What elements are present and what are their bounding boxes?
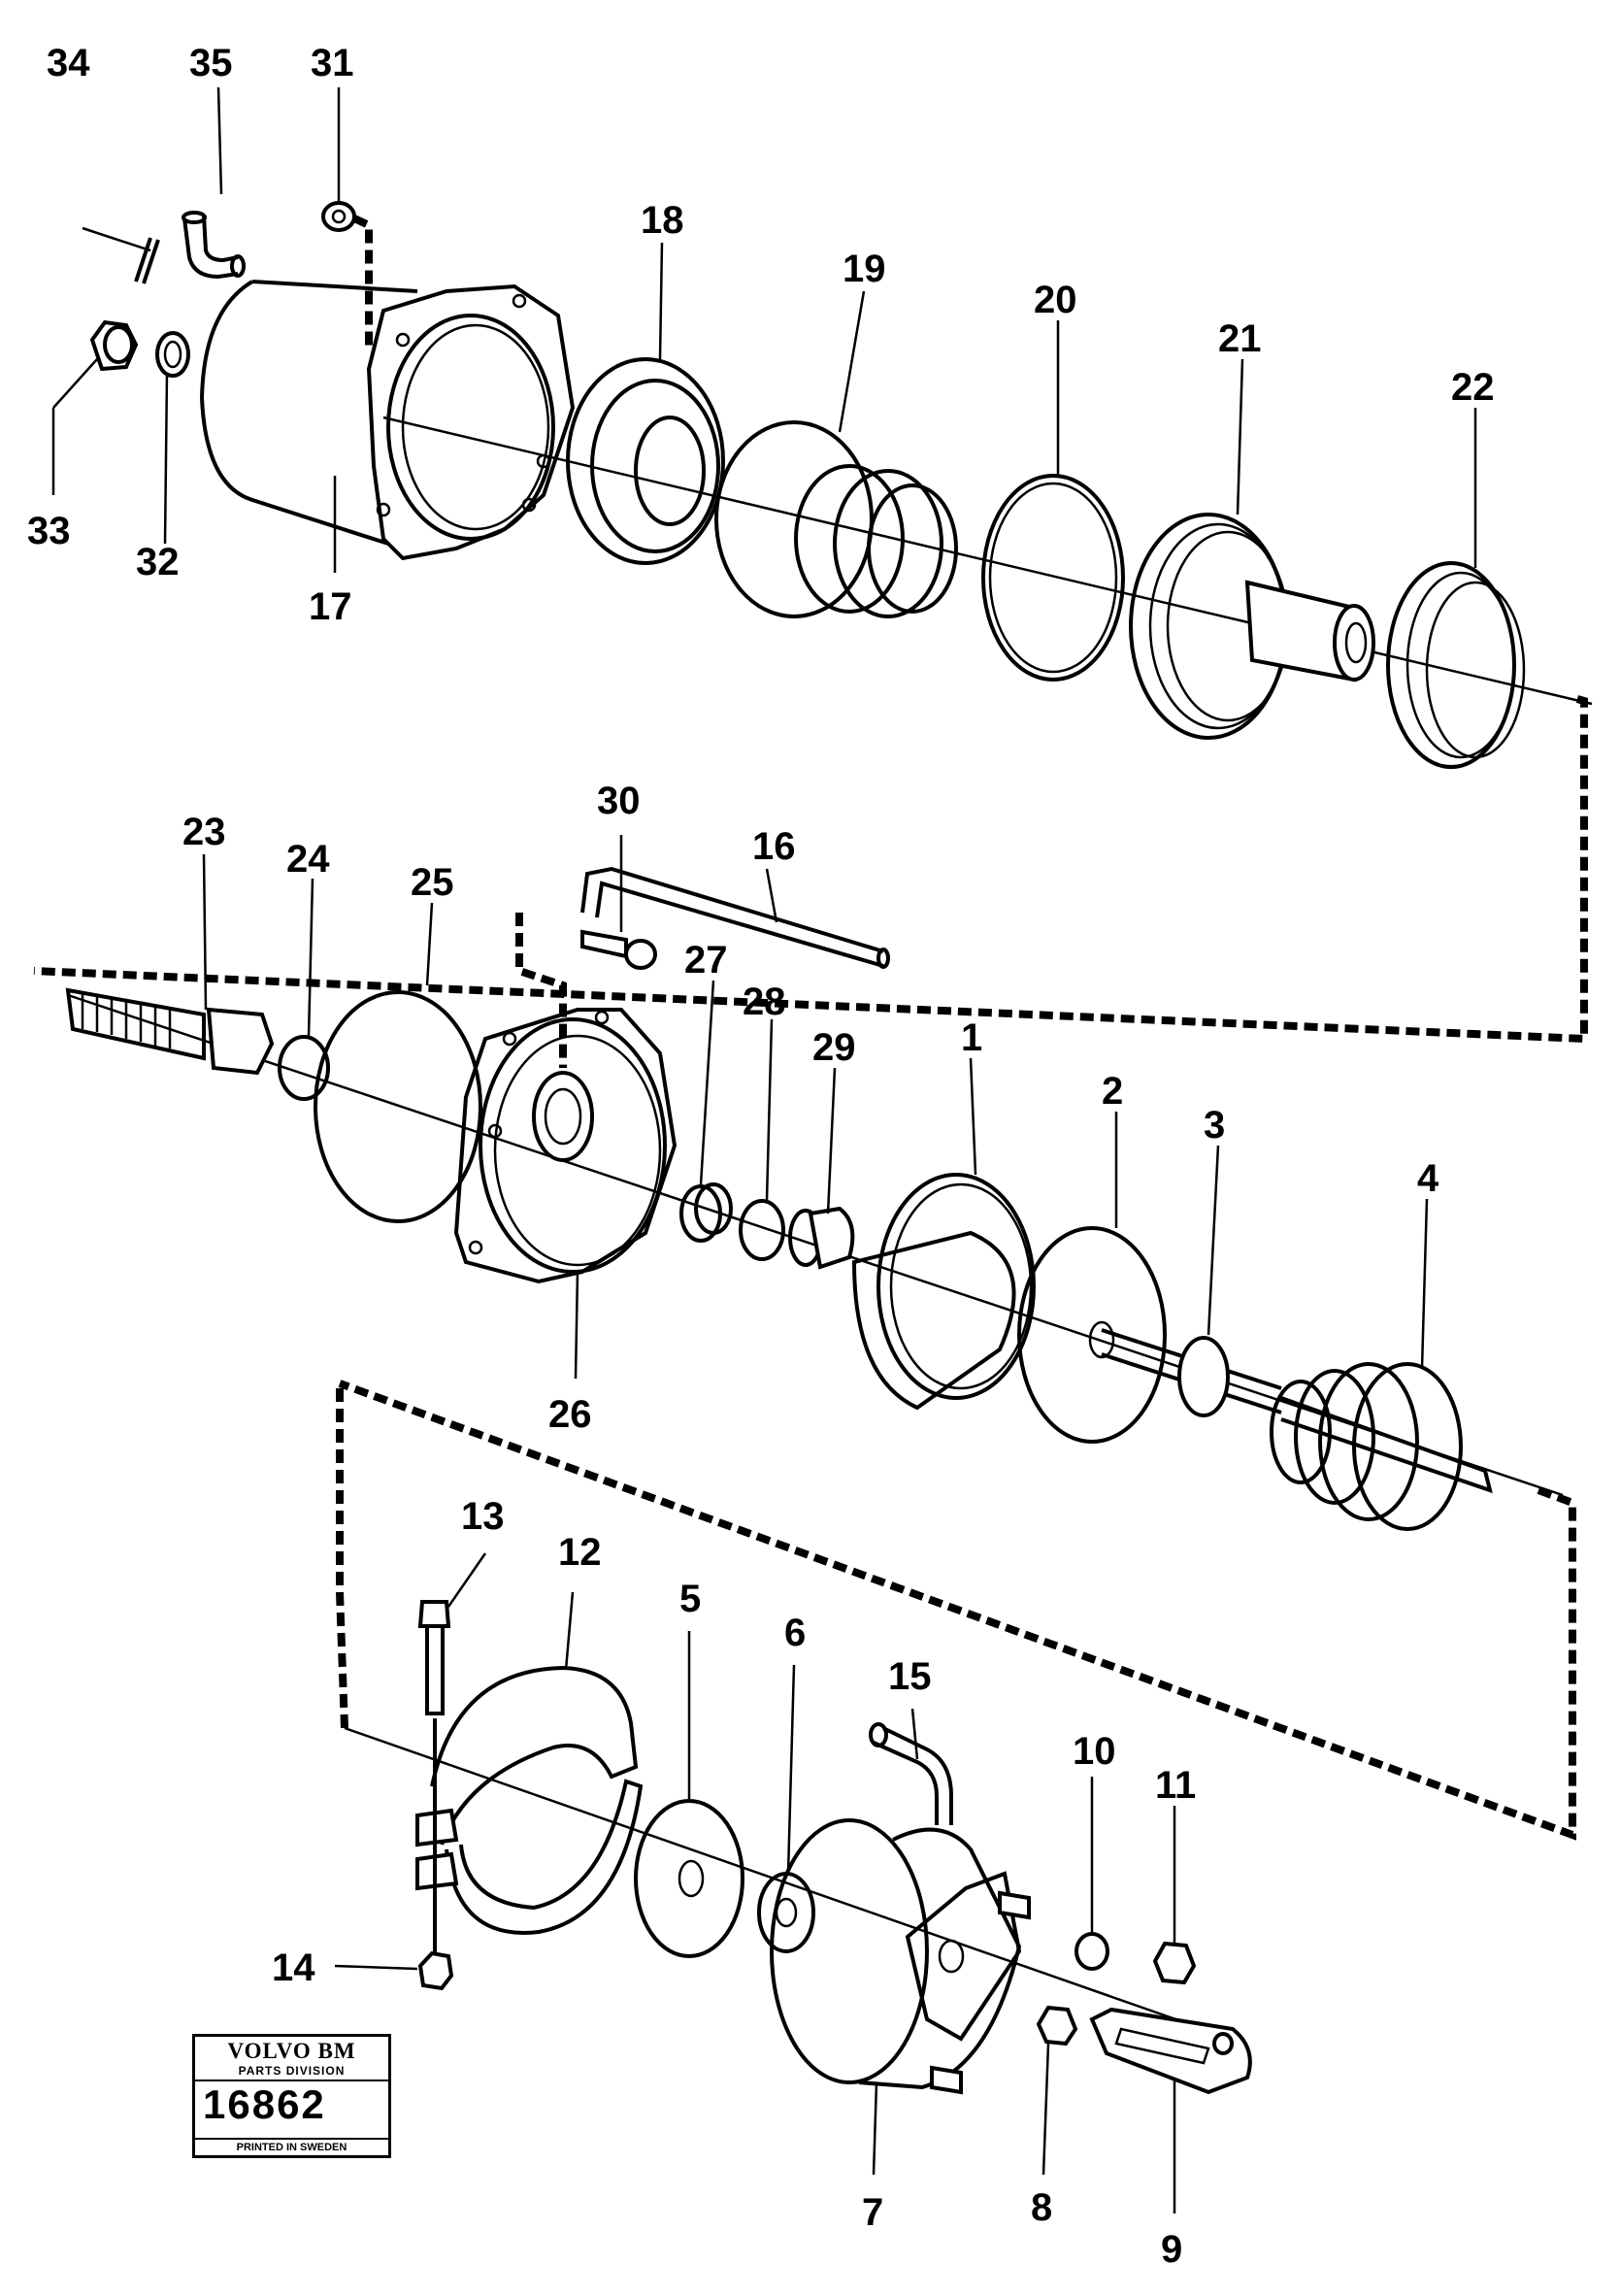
callout-23: 23 [182, 811, 226, 853]
part-15-elbow-fitting [869, 1722, 953, 1825]
part-23-threaded-bolt [65, 987, 275, 1076]
part-26-front-housing [453, 1008, 678, 1284]
row-3-assembly [344, 1600, 1252, 2095]
part-13-bolt [417, 1600, 451, 1715]
part-33-nut [89, 319, 139, 372]
callout-6: 6 [784, 1612, 806, 1654]
parts-division-stamp: VOLVO BM PARTS DIVISION 16862 PRINTED IN… [192, 2034, 391, 2158]
leader-lines [51, 86, 1477, 2213]
part-14-nut [417, 1950, 454, 1991]
callout-8: 8 [1031, 2186, 1052, 2229]
part-28-o-ring [739, 1199, 785, 1261]
part-17-spring-housing [199, 280, 576, 561]
part-22-boot [1386, 561, 1526, 769]
callout-14: 14 [272, 1947, 315, 1989]
callout-11: 11 [1155, 1764, 1196, 1807]
part-24-o-ring [278, 1035, 330, 1101]
callout-22: 22 [1451, 366, 1495, 409]
callout-12: 12 [558, 1531, 602, 1574]
callout-4: 4 [1417, 1157, 1439, 1200]
callout-26: 26 [548, 1393, 592, 1436]
part-5-disc [634, 1799, 744, 1958]
callout-15: 15 [888, 1655, 932, 1698]
callout-24: 24 [286, 838, 330, 881]
callout-9: 9 [1161, 2228, 1182, 2271]
callout-28: 28 [743, 981, 786, 1023]
part-35-elbow-fitting [182, 211, 246, 280]
callout-13: 13 [461, 1495, 505, 1538]
part-8-nut [1036, 2005, 1078, 2046]
part-29-plug [788, 1206, 855, 1270]
callout-18: 18 [641, 199, 684, 242]
callout-34: 34 [47, 42, 90, 84]
part-3-washer [1101, 1328, 1282, 1417]
callout-10: 10 [1073, 1730, 1116, 1773]
part-11-nut [1152, 1941, 1197, 1985]
callout-30: 30 [597, 780, 641, 822]
part-32-washer [155, 331, 190, 378]
part-10-spring-washer [1074, 1932, 1109, 1971]
callout-35: 35 [189, 42, 233, 84]
stamp-division: PARTS DIVISION [195, 2064, 388, 2081]
callout-33: 33 [27, 510, 71, 552]
part-31-nut [321, 201, 356, 232]
part-19-springs [714, 420, 958, 618]
callout-19: 19 [843, 248, 886, 290]
callout-27: 27 [684, 939, 728, 982]
part-34-pin [134, 237, 160, 284]
callout-7: 7 [862, 2191, 883, 2234]
callout-1: 1 [961, 1016, 982, 1059]
callout-2: 2 [1102, 1070, 1123, 1113]
part-2-diaphragm-disc [1017, 1226, 1167, 1444]
callout-16: 16 [752, 825, 796, 868]
callout-labels: 34 35 31 18 19 20 21 22 33 32 17 30 16 2… [27, 42, 1495, 2271]
stamp-brand: VOLVO BM [227, 2039, 356, 2063]
part-6-washer [757, 1872, 815, 1953]
part-20-ring [981, 474, 1125, 682]
callout-3: 3 [1204, 1104, 1225, 1147]
row-1-assembly [33, 201, 1593, 1044]
part-4-return-spring [1270, 1362, 1493, 1531]
part-1-cup [851, 1173, 1036, 1411]
callout-21: 21 [1218, 317, 1262, 360]
part-21-piston [1129, 513, 1375, 740]
callout-17: 17 [309, 585, 352, 628]
part-30-screw [580, 929, 657, 970]
part-16-rod [580, 866, 890, 969]
part-18-cup-seal [566, 357, 725, 565]
part-7-brake-chamber [770, 1818, 1031, 2095]
row-2-assembly [65, 866, 1576, 1841]
callout-5: 5 [679, 1578, 701, 1620]
part-27-spring-clip [679, 1182, 733, 1243]
callout-31: 31 [311, 42, 354, 84]
part-25-sealing-ring [314, 990, 482, 1223]
callout-20: 20 [1034, 279, 1077, 321]
stamp-footer: PRINTED IN SWEDEN [195, 2138, 388, 2155]
part-9-clevis-fork [1089, 2007, 1252, 2095]
part-12-clamp-ring [415, 1665, 644, 1935]
callout-29: 29 [812, 1026, 856, 1069]
stamp-number: 16862 [203, 2081, 326, 2127]
callout-25: 25 [411, 861, 454, 904]
callout-32: 32 [136, 541, 180, 583]
